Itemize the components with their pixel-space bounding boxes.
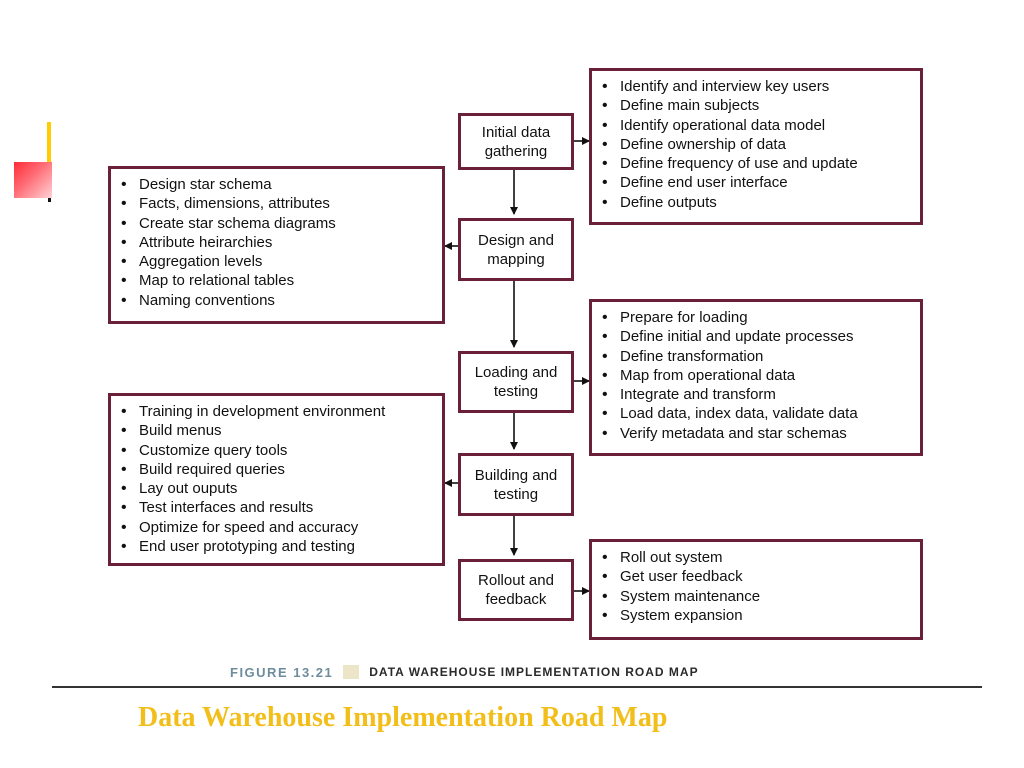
list-item: Define main subjects bbox=[600, 96, 912, 116]
accent-bar bbox=[47, 122, 51, 168]
list-item: Build menus bbox=[119, 421, 434, 441]
accent-dot bbox=[48, 198, 51, 202]
list-item: Facts, dimensions, attributes bbox=[119, 194, 434, 214]
list-item: Define frequency of use and update bbox=[600, 154, 912, 174]
list-item: Define end user interface bbox=[600, 173, 912, 193]
list-item: Map to relational tables bbox=[119, 271, 434, 291]
step-design-and-mapping: Design and mapping bbox=[458, 218, 574, 281]
list-item: Training in development environment bbox=[119, 402, 434, 422]
list-item: Define ownership of data bbox=[600, 135, 912, 155]
list-item: Optimize for speed and accuracy bbox=[119, 518, 434, 538]
details-initial-data-gathering: Identify and interview key users Define … bbox=[589, 68, 923, 225]
list-item: Identify operational data model bbox=[600, 116, 912, 136]
list-item: End user prototyping and testing bbox=[119, 537, 434, 557]
list-item: Design star schema bbox=[119, 175, 434, 195]
details-design-and-mapping: Design star schema Facts, dimensions, at… bbox=[108, 166, 445, 324]
divider-line bbox=[52, 686, 982, 688]
list-item: Define initial and update processes bbox=[600, 327, 912, 347]
list-item: System expansion bbox=[600, 606, 912, 626]
details-building-and-testing: Training in development environment Buil… bbox=[108, 393, 445, 566]
step-initial-data-gathering: Initial data gathering bbox=[458, 113, 574, 170]
accent-square bbox=[14, 162, 52, 198]
list-item: Get user feedback bbox=[600, 567, 912, 587]
list-item: Load data, index data, validate data bbox=[600, 404, 912, 424]
list-item: Naming conventions bbox=[119, 291, 434, 311]
figure-title: DATA WAREHOUSE IMPLEMENTATION ROAD MAP bbox=[369, 665, 699, 679]
list-item: Verify metadata and star schemas bbox=[600, 424, 912, 444]
list-item: Identify and interview key users bbox=[600, 77, 912, 97]
list-item: Build required queries bbox=[119, 460, 434, 480]
list-item: Map from operational data bbox=[600, 366, 912, 386]
step-label: Design and mapping bbox=[478, 231, 554, 268]
list-item: Attribute heirarchies bbox=[119, 233, 434, 253]
caption-swatch bbox=[343, 665, 360, 679]
step-rollout-and-feedback: Rollout and feedback bbox=[458, 559, 574, 621]
list-item: Define outputs bbox=[600, 193, 912, 213]
list-item: Lay out ouputs bbox=[119, 479, 434, 499]
list-item: System maintenance bbox=[600, 587, 912, 607]
list-item: Create star schema diagrams bbox=[119, 214, 434, 234]
figure-caption: FIGURE 13.21 DATA WAREHOUSE IMPLEMENTATI… bbox=[230, 662, 699, 682]
step-label: Initial data gathering bbox=[481, 123, 551, 160]
list-item: Customize query tools bbox=[119, 441, 434, 461]
details-rollout-and-feedback: Roll out system Get user feedback System… bbox=[589, 539, 923, 640]
step-label: Rollout and feedback bbox=[478, 572, 554, 608]
list-item: Aggregation levels bbox=[119, 252, 434, 272]
figure-number: FIGURE 13.21 bbox=[230, 664, 334, 680]
step-building-and-testing: Building and testing bbox=[458, 453, 574, 516]
step-label: Loading and testing bbox=[474, 364, 558, 400]
step-label: Building and testing bbox=[474, 466, 558, 503]
list-item: Define transformation bbox=[600, 347, 912, 367]
step-loading-and-testing: Loading and testing bbox=[458, 351, 574, 413]
list-item: Prepare for loading bbox=[600, 308, 912, 328]
list-item: Test interfaces and results bbox=[119, 498, 434, 518]
list-item: Integrate and transform bbox=[600, 385, 912, 405]
list-item: Roll out system bbox=[600, 548, 912, 568]
details-loading-and-testing: Prepare for loading Define initial and u… bbox=[589, 299, 923, 456]
slide-title: Data Warehouse Implementation Road Map bbox=[138, 702, 668, 733]
